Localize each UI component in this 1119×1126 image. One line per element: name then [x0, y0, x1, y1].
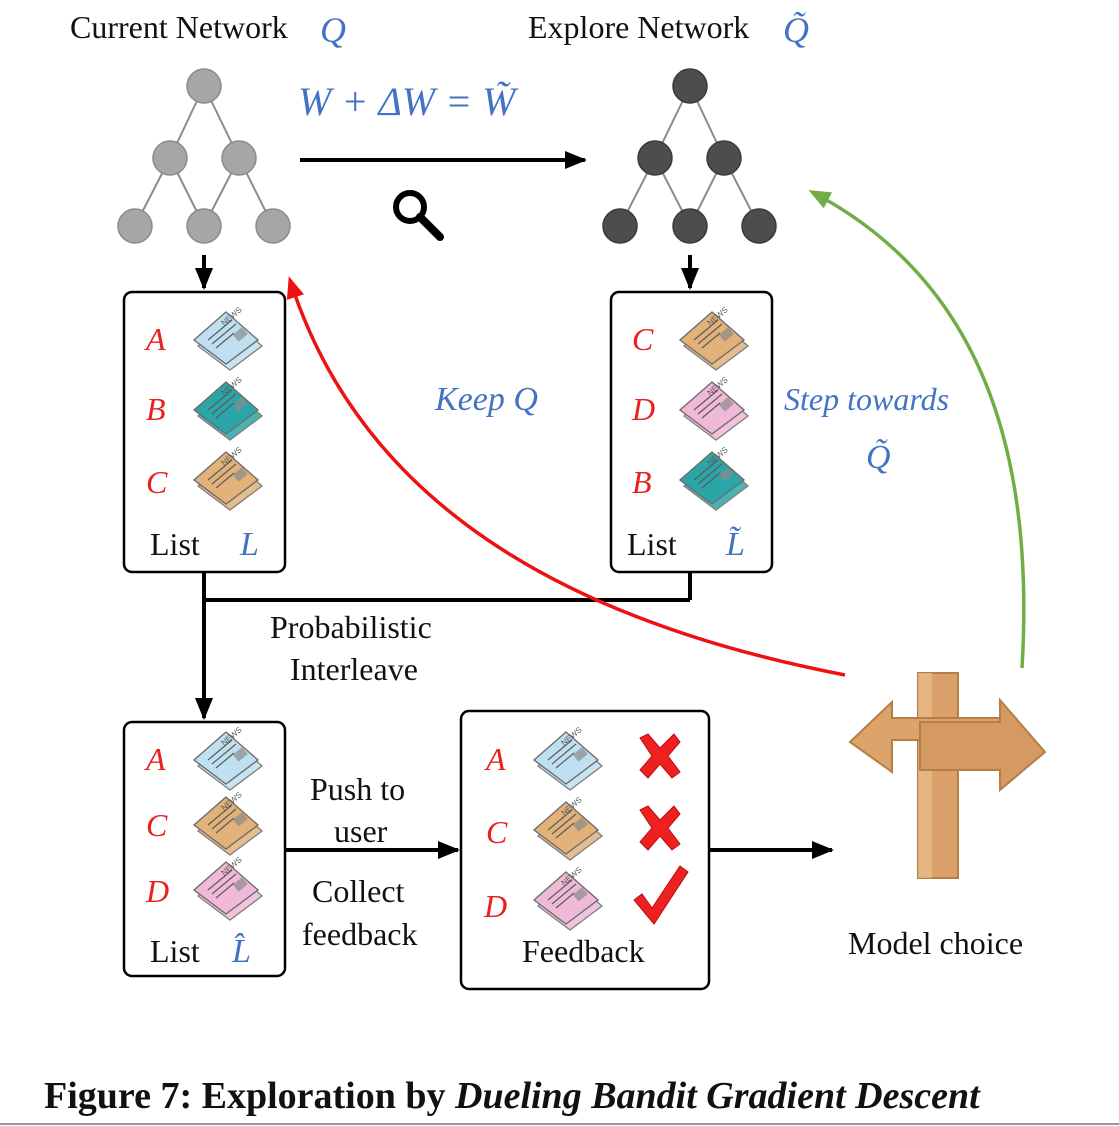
explore-node	[741, 208, 777, 244]
current-network-title: Current Network	[70, 9, 288, 45]
step-towards-arrow	[808, 190, 1026, 669]
list-item-label: C	[146, 807, 168, 843]
update-formula: W + ΔW = W̃	[298, 79, 519, 124]
explore-node	[637, 140, 673, 176]
collect-label-1: Collect	[312, 873, 405, 909]
list-word: List	[627, 526, 677, 562]
list-item-label: C	[632, 321, 654, 357]
keep-q-arrow	[286, 276, 846, 677]
push-label-1: Push to	[310, 771, 405, 807]
magnifier-icon	[393, 190, 444, 241]
current-node	[152, 140, 188, 176]
current-node	[255, 208, 291, 244]
explore-node	[672, 68, 708, 104]
model-choice-label: Model choice	[848, 925, 1023, 961]
feedback-item-label: C	[486, 814, 508, 850]
figure-caption: Figure 7: Exploration by Dueling Bandit …	[44, 1075, 981, 1117]
list-item-label: B	[632, 464, 652, 500]
keep-q-label: Keep Q	[434, 381, 538, 418]
current-node	[186, 68, 222, 104]
list-item-label: A	[144, 741, 166, 777]
list-interleaved-box: A C D List L̂	[122, 720, 287, 978]
feedback-title: Feedback	[522, 933, 645, 969]
feedback-box: A C D Feedback	[459, 709, 711, 991]
interleave-label-1: Probabilistic	[270, 609, 432, 645]
list-symbol: L̂	[231, 932, 251, 970]
interleave-label-2: Interleave	[290, 651, 418, 687]
list-item-label: A	[144, 321, 166, 357]
list-item-label: D	[631, 391, 655, 427]
list-explore-box: C D B List L̃	[609, 290, 774, 574]
current-node	[117, 208, 153, 244]
explore-node	[672, 208, 708, 244]
interleave-connector	[202, 572, 692, 602]
explore-node	[706, 140, 742, 176]
list-current-box: A B C List L	[122, 290, 287, 574]
signpost-icon	[848, 672, 1047, 879]
list-item-label: B	[146, 391, 166, 427]
push-label-2: user	[334, 813, 388, 849]
current-node	[221, 140, 257, 176]
figure-caption-emphasis: Dueling Bandit Gradient Descent	[454, 1075, 981, 1117]
explore-network-title: Explore Network	[528, 9, 749, 45]
explore-network-symbol: Q̃	[783, 10, 809, 50]
list-item-label: D	[145, 873, 169, 909]
list-symbol: L	[239, 526, 259, 563]
current-node	[186, 208, 222, 244]
list-symbol: L̃	[725, 526, 745, 563]
explore-node	[602, 208, 638, 244]
current-network-symbol: Q	[320, 10, 346, 50]
feedback-item-label: A	[484, 741, 506, 777]
feedback-item-label: D	[483, 888, 507, 924]
list-item-label: C	[146, 464, 168, 500]
step-towards-label: Step towards	[784, 381, 949, 417]
figure-caption-prefix: Figure 7: Exploration by	[44, 1075, 455, 1117]
step-towards-symbol: Q̃	[866, 438, 891, 476]
list-word: List	[150, 933, 200, 969]
collect-label-2: feedback	[302, 916, 417, 952]
current-network-nodes	[117, 68, 291, 244]
explore-network-nodes	[602, 68, 777, 244]
list-word: List	[150, 526, 200, 562]
